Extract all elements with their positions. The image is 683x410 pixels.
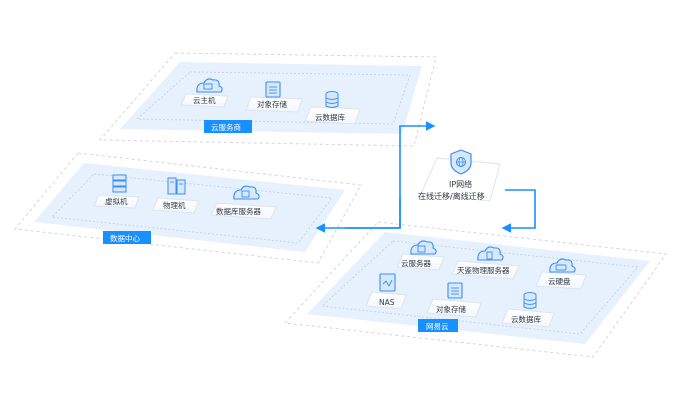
node-label: NAS bbox=[379, 298, 395, 307]
netease-cloud-tag-label: 网易云 bbox=[426, 322, 449, 331]
network-shield-icon bbox=[450, 149, 472, 175]
network-title: IP网络 bbox=[449, 179, 472, 189]
netease-cloud-node: 天鉴物理服务器 bbox=[451, 246, 520, 280]
network-caption: 在线迁移/离线迁移 bbox=[418, 191, 485, 201]
data-center-tag-label: 数据中心 bbox=[110, 233, 140, 243]
netease-cloud-node: 对象存储 bbox=[426, 282, 482, 318]
node-base bbox=[535, 271, 587, 290]
cloud-host-icon bbox=[196, 78, 223, 93]
netease-cloud-node: 云数据库 bbox=[501, 292, 555, 328]
node-label: 虚拟机 bbox=[105, 196, 128, 206]
netease-cloud-node: NAS bbox=[365, 273, 407, 310]
data-center-node: 数据库服务器 bbox=[210, 185, 277, 220]
migration-connectors bbox=[315, 121, 536, 233]
node-base bbox=[180, 93, 229, 108]
cloud-vendor-node: 对象存储 bbox=[245, 81, 303, 113]
node-label: 云硬盘 bbox=[548, 276, 571, 286]
database-server-icon bbox=[233, 185, 260, 200]
node-label: 云数据库 bbox=[315, 112, 345, 122]
cloud-vendor-outer-border bbox=[98, 52, 437, 147]
network-node: IP网络 在线迁移/离线迁移 bbox=[418, 149, 501, 202]
node-label: 物理机 bbox=[163, 200, 186, 210]
netease-cloud-platform bbox=[307, 232, 650, 344]
nas-icon bbox=[379, 273, 396, 292]
connector-network-to-netease bbox=[501, 189, 536, 233]
node-base bbox=[451, 260, 520, 280]
data-center-tag: 数据中心 bbox=[103, 231, 151, 244]
netease-cloud-tag: 网易云 bbox=[418, 319, 458, 332]
node-base bbox=[501, 308, 555, 328]
cloud-vendor-node: 云主机 bbox=[180, 78, 229, 108]
database-icon bbox=[523, 292, 537, 309]
node-base bbox=[304, 106, 361, 125]
netease-cloud-group bbox=[283, 221, 667, 358]
connector-network-to-cloud-vendor bbox=[345, 121, 436, 229]
physical-server-icon bbox=[167, 177, 186, 195]
node-label: 对象存储 bbox=[257, 99, 287, 109]
node-label: 天鉴物理服务器 bbox=[457, 265, 510, 275]
database-icon bbox=[325, 91, 339, 108]
node-label: 数据库服务器 bbox=[216, 206, 261, 216]
data-center-outer-border bbox=[14, 152, 362, 264]
node-base bbox=[93, 194, 140, 209]
node-base bbox=[396, 253, 445, 271]
node-label: 云主机 bbox=[193, 95, 216, 105]
node-base bbox=[245, 96, 303, 113]
cloud-server-icon bbox=[410, 240, 437, 255]
cloud-disk-icon bbox=[549, 258, 576, 273]
node-base bbox=[152, 197, 200, 214]
netease-cloud-inner-border bbox=[320, 240, 640, 335]
node-base bbox=[210, 202, 277, 220]
physical-server-icon bbox=[477, 246, 504, 261]
node-label: 云服务器 bbox=[401, 258, 431, 268]
node-label: 云数据库 bbox=[511, 314, 541, 324]
data-center-node: 物理机 bbox=[152, 177, 200, 214]
cloud-vendor-tag-label: 云服务商 bbox=[211, 122, 241, 132]
connector-network-to-data-center bbox=[315, 198, 401, 233]
object-storage-icon bbox=[265, 81, 281, 98]
cloud-vendor-tag: 云服务商 bbox=[204, 120, 252, 133]
node-base bbox=[365, 291, 407, 310]
node-base bbox=[426, 298, 482, 318]
netease-cloud-node: 云服务器 bbox=[396, 240, 445, 271]
virtual-machine-icon bbox=[112, 174, 127, 193]
netease-cloud-outer-border bbox=[283, 221, 667, 358]
data-center-node: 虚拟机 bbox=[93, 174, 140, 209]
cloud-vendor-node: 云数据库 bbox=[304, 91, 361, 125]
object-storage-icon bbox=[447, 282, 463, 299]
node-label: 对象存储 bbox=[436, 304, 466, 314]
network-card bbox=[420, 157, 501, 202]
netease-cloud-node: 云硬盘 bbox=[535, 258, 587, 290]
